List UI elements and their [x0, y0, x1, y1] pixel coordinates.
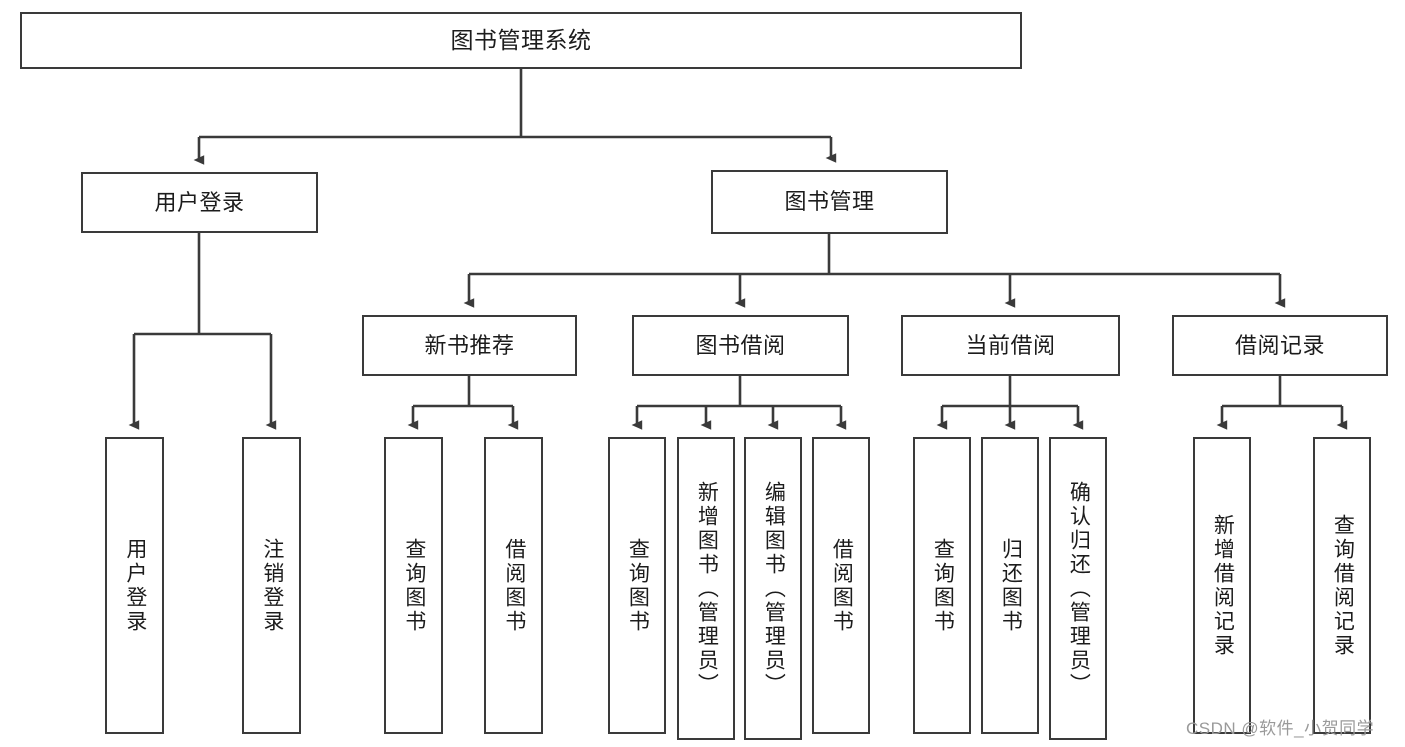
node-leaf-borrow-book-label: 借阅图书: [830, 537, 854, 634]
node-user-login[interactable]: 用户登录: [81, 172, 318, 233]
node-borrow-record-label: 借阅记录: [1234, 332, 1325, 358]
node-leaf-borrow-book-recommend[interactable]: 借阅图书: [484, 437, 543, 734]
node-leaf-add-book-admin[interactable]: 新增图书（管理员）: [677, 437, 735, 740]
node-current-borrow-label: 当前借阅: [965, 332, 1056, 358]
node-leaf-return-book-label: 归还图书: [999, 537, 1023, 634]
node-borrow-record[interactable]: 借阅记录: [1172, 315, 1388, 376]
node-root-system-label: 图书管理系统: [450, 26, 592, 53]
node-new-book-recommend[interactable]: 新书推荐: [362, 315, 577, 376]
node-leaf-query-borrow-record-label: 查询借阅记录: [1331, 513, 1355, 658]
node-root-system[interactable]: 图书管理系统: [20, 12, 1022, 69]
node-leaf-query-borrow-record[interactable]: 查询借阅记录: [1313, 437, 1371, 734]
node-leaf-query-book-borrow[interactable]: 查询图书: [608, 437, 666, 734]
node-leaf-return-book[interactable]: 归还图书: [981, 437, 1039, 734]
node-leaf-borrow-book-recommend-label: 借阅图书: [502, 537, 526, 634]
node-leaf-edit-book-admin-label: 编辑图书（管理员）: [762, 480, 786, 697]
node-user-login-label: 用户登录: [154, 189, 245, 215]
node-leaf-confirm-return-admin[interactable]: 确认归还（管理员）: [1049, 437, 1107, 740]
node-leaf-query-book-current-label: 查询图书: [931, 537, 955, 634]
node-leaf-user-login[interactable]: 用户登录: [105, 437, 164, 734]
node-leaf-logout[interactable]: 注销登录: [242, 437, 301, 734]
node-leaf-query-book-recommend-label: 查询图书: [402, 537, 426, 634]
node-leaf-query-book-current[interactable]: 查询图书: [913, 437, 971, 734]
node-book-management[interactable]: 图书管理: [711, 170, 948, 234]
watermark-text: CSDN @软件_小贺同学: [1186, 719, 1375, 738]
node-leaf-query-book-recommend[interactable]: 查询图书: [384, 437, 443, 734]
node-current-borrow[interactable]: 当前借阅: [901, 315, 1120, 376]
node-leaf-add-book-admin-label: 新增图书（管理员）: [695, 480, 719, 697]
node-book-borrow[interactable]: 图书借阅: [632, 315, 849, 376]
node-leaf-edit-book-admin[interactable]: 编辑图书（管理员）: [744, 437, 802, 740]
node-leaf-user-login-label: 用户登录: [123, 537, 147, 634]
node-book-borrow-label: 图书借阅: [695, 332, 786, 358]
node-leaf-add-borrow-record[interactable]: 新增借阅记录: [1193, 437, 1251, 734]
node-leaf-confirm-return-admin-label: 确认归还（管理员）: [1067, 480, 1091, 697]
node-leaf-query-book-borrow-label: 查询图书: [626, 537, 650, 634]
node-leaf-add-borrow-record-label: 新增借阅记录: [1211, 513, 1235, 658]
node-book-management-label: 图书管理: [784, 189, 875, 215]
node-new-book-recommend-label: 新书推荐: [424, 332, 515, 358]
node-leaf-borrow-book[interactable]: 借阅图书: [812, 437, 870, 734]
node-leaf-logout-label: 注销登录: [260, 537, 284, 634]
